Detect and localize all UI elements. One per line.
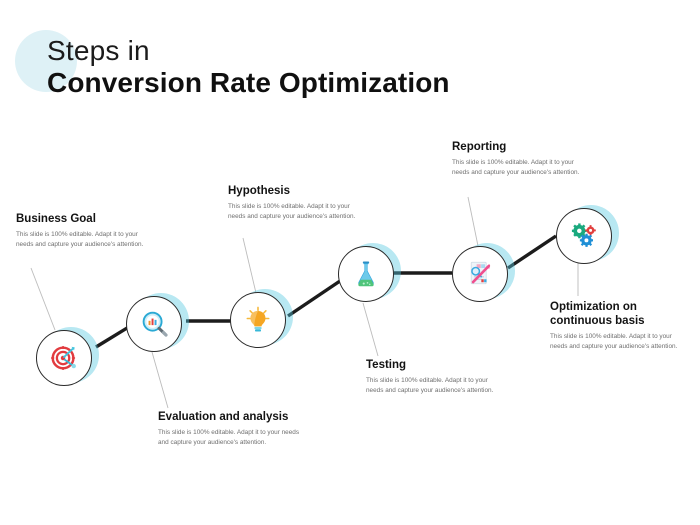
title-line-2: Conversion Rate Optimization bbox=[47, 66, 450, 98]
target-icon bbox=[51, 346, 76, 370]
step-heading: Testing bbox=[366, 359, 407, 371]
step-text-testing: Testing This slide is 100% editable. Ada… bbox=[366, 358, 504, 397]
step-heading: Optimization on continuous basis bbox=[550, 301, 645, 328]
node-disc bbox=[230, 292, 286, 348]
step-description: This slide is 100% editable. Adapt it to… bbox=[550, 333, 678, 351]
step-text-business-goal: Business Goal This slide is 100% editabl… bbox=[16, 212, 154, 251]
flask-icon bbox=[358, 261, 374, 287]
step-heading: Business Goal bbox=[16, 213, 96, 225]
step-heading: Hypothesis bbox=[228, 185, 290, 197]
step-description: This slide is 100% editable. Adapt it to… bbox=[228, 203, 356, 221]
page-title: Steps in Conversion Rate Optimization bbox=[47, 36, 450, 97]
magnifier-bar-chart-icon bbox=[142, 311, 168, 337]
step-description: This slide is 100% editable. Adapt it to… bbox=[16, 231, 144, 249]
step-description: This slide is 100% editable. Adapt it to… bbox=[366, 377, 494, 395]
step-node-optimization-on-continuous-basis[interactable] bbox=[556, 205, 619, 264]
step-text-optimization-on-continuous-basis: Optimization on continuous basis This sl… bbox=[550, 300, 688, 353]
step-node-reporting[interactable] bbox=[452, 243, 515, 302]
node-disc bbox=[338, 246, 394, 302]
report-document-icon bbox=[470, 261, 491, 285]
title-decoration-circle bbox=[15, 30, 77, 92]
step-node-testing[interactable] bbox=[338, 243, 401, 302]
gears-icon bbox=[571, 223, 596, 247]
step-description: This slide is 100% editable. Adapt it to… bbox=[158, 429, 300, 447]
node-disc bbox=[126, 296, 182, 352]
step-node-business-goal[interactable] bbox=[36, 327, 99, 386]
step-text-reporting: Reporting This slide is 100% editable. A… bbox=[452, 140, 590, 179]
step-node-hypothesis[interactable] bbox=[230, 289, 293, 348]
node-disc bbox=[452, 246, 508, 302]
step-text-evaluation-and-analysis: Evaluation and analysis This slide is 10… bbox=[158, 410, 308, 449]
step-heading: Evaluation and analysis bbox=[158, 411, 289, 423]
step-node-evaluation-and-analysis[interactable] bbox=[126, 293, 189, 352]
node-disc bbox=[36, 330, 92, 386]
title-line-1: Steps in bbox=[47, 35, 150, 66]
step-text-hypothesis: Hypothesis This slide is 100% editable. … bbox=[228, 184, 366, 223]
node-disc bbox=[556, 208, 612, 264]
step-heading: Reporting bbox=[452, 141, 507, 153]
lightbulb-icon bbox=[246, 306, 270, 332]
step-description: This slide is 100% editable. Adapt it to… bbox=[452, 159, 580, 177]
